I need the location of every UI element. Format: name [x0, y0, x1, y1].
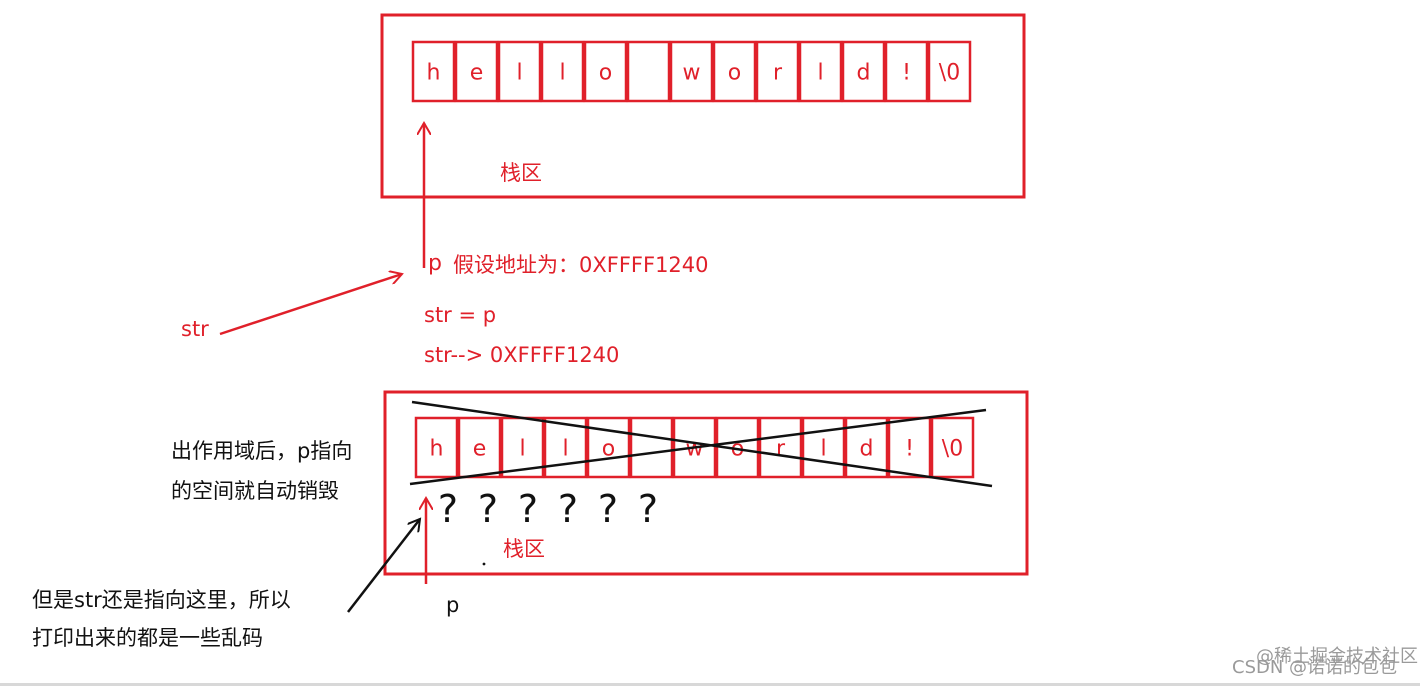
bottom-char: ! [905, 437, 914, 462]
top-cell [669, 40, 714, 103]
bottom-char: e [473, 437, 487, 462]
bottom-cell [758, 416, 803, 479]
bottom-stack-frame [383, 390, 1029, 576]
cross-out-line-1 [411, 400, 993, 488]
top-char: r [773, 61, 783, 86]
top-string-cells: h e l l o w o r l d! \0 [411, 40, 972, 103]
scope-note-line-1: 出作用域后，p指向 [171, 439, 352, 463]
top-char: l [817, 61, 823, 86]
str-pointer-arrow [219, 274, 402, 336]
bottom-stack-label: 栈区 [503, 537, 545, 561]
top-char: e [470, 61, 484, 86]
bottom-p-label: p [446, 593, 459, 617]
bottom-cell [930, 416, 975, 479]
top-cell [583, 40, 628, 103]
garbage-question-mark: ? [438, 487, 458, 531]
str-label: str [181, 317, 209, 341]
bottom-char: l [562, 437, 568, 462]
stray-dot [482, 562, 486, 566]
top-cell [712, 40, 757, 103]
bottom-cell [672, 416, 717, 479]
bottom-char: d [860, 437, 874, 462]
top-cell [927, 40, 972, 103]
assign-line: str = p [424, 303, 496, 327]
bottom-cell [457, 416, 502, 479]
top-stack-label: 栈区 [500, 161, 542, 185]
still-note-line-1: 但是str还是指向这里，所以 [32, 588, 291, 612]
top-char: l [559, 61, 565, 86]
garbage-marks: ?????? [438, 487, 658, 531]
watermark-line-2: CSDN @诺诺的包包 [1232, 657, 1397, 678]
top-char: w [683, 61, 701, 86]
top-stack-frame [380, 13, 1026, 199]
address-note: 假设地址为：0XFFFF1240 [453, 253, 709, 277]
bottom-char: l [820, 437, 826, 462]
p-label: p [428, 251, 442, 276]
bottom-cell [586, 416, 631, 479]
bottom-cell [414, 416, 459, 479]
garbage-question-mark: ? [518, 487, 538, 531]
top-cell [454, 40, 499, 103]
garbage-question-mark: ? [598, 487, 618, 531]
top-char: \0 [939, 61, 960, 86]
bottom-cell [543, 416, 588, 479]
still-note-line-2: 打印出来的都是一些乱码 [32, 626, 263, 650]
top-cell [411, 40, 456, 103]
bottom-char: l [519, 437, 525, 462]
top-char: d [857, 61, 871, 86]
bottom-cell [715, 416, 760, 479]
garbage-question-mark: ? [638, 487, 658, 531]
top-cell [540, 40, 585, 103]
top-char: h [427, 61, 441, 86]
str-still-arrow [347, 519, 420, 613]
garbage-question-mark: ? [558, 487, 578, 531]
bottom-char: r [776, 437, 786, 462]
top-cell [497, 40, 542, 103]
top-cell [798, 40, 843, 103]
bottom-char: \0 [942, 437, 963, 462]
bottom-char: h [430, 437, 444, 462]
top-cell [755, 40, 800, 103]
points-line: str--> 0XFFFF1240 [424, 343, 619, 367]
top-cell [841, 40, 886, 103]
bottom-char: o [602, 437, 615, 462]
bottom-border [0, 683, 1420, 686]
garbage-question-mark: ? [478, 487, 498, 531]
bottom-cell [629, 416, 674, 479]
top-char: o [728, 61, 741, 86]
top-char: ! [902, 61, 911, 86]
bottom-cell [844, 416, 889, 479]
cross-out-line-2 [409, 408, 987, 486]
top-cell [626, 40, 671, 103]
top-char: l [516, 61, 522, 86]
scope-note-line-2: 的空间就自动销毁 [171, 479, 339, 503]
watermark-line-1: @稀土掘金技术社区 [1256, 646, 1418, 667]
top-char: o [599, 61, 612, 86]
bottom-cell [801, 416, 846, 479]
top-cell [884, 40, 929, 103]
bottom-cell [887, 416, 932, 479]
